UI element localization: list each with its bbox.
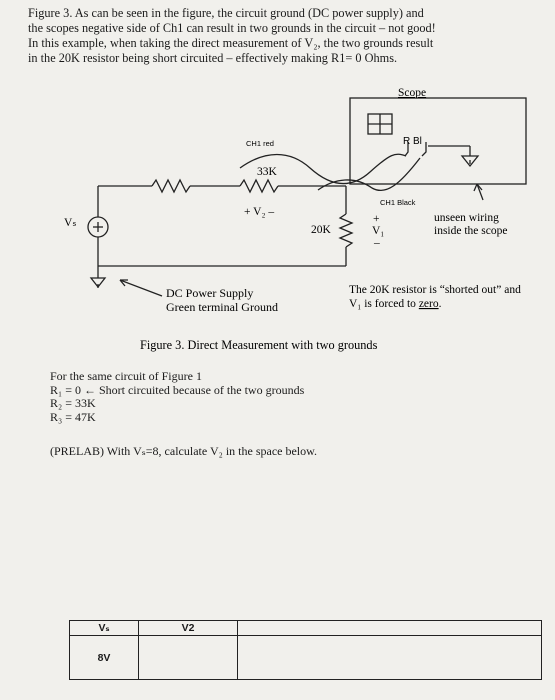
value-r2: R₂ = 33K <box>50 396 96 410</box>
v1-plus: + <box>373 213 380 225</box>
table-cell-blank[interactable] <box>237 635 542 680</box>
circuit-diagram: Scope R Bl CH1 red 33K + V₂ – 20K CH1 Bl… <box>64 87 527 352</box>
scope-box <box>349 97 527 185</box>
intro-paragraph: Figure 3. As can be seen in the figure, … <box>28 6 528 66</box>
scope-label: Scope <box>398 87 426 99</box>
intro-line-4: in the 20K resistor being short circuite… <box>28 51 398 65</box>
unseen-line-2: inside the scope <box>434 225 507 237</box>
table-header-v2: V2 <box>138 620 238 636</box>
values-list: For the same circuit of Figure 1 R₁ = 0 … <box>50 369 305 424</box>
ch1-red-label: CH1 red <box>246 139 274 148</box>
probe-red-connector <box>404 142 409 157</box>
res-20k-label: 20K <box>311 224 332 236</box>
prelab-question: (PRELAB) With Vₛ=8, calculate V₂ in the … <box>50 444 318 458</box>
scope-rbl-label: R Bl <box>403 136 422 147</box>
table-header-row: Vₛ V2 <box>69 620 542 636</box>
answer-table: Vₛ V2 8V <box>69 620 542 680</box>
table-cell-v2[interactable] <box>138 635 238 680</box>
unseen-wiring-arrow <box>476 183 484 201</box>
probe-black-connector <box>421 142 427 157</box>
unseen-line-1: unseen wiring <box>434 212 499 224</box>
v2-label: + V₂ – <box>244 206 274 218</box>
value-r3: R₃ = 47K <box>50 409 96 424</box>
scope-ground-icon <box>460 155 480 168</box>
vs-label: Vₛ <box>64 217 77 229</box>
res-33k-label: 33K <box>257 166 278 178</box>
intro-line-2: the scopes negative side of Ch1 can resu… <box>28 21 436 35</box>
resistor-33k <box>239 178 279 194</box>
v1-minus: – <box>373 237 380 249</box>
ch1-black-label: CH1 Black <box>380 198 416 207</box>
intro-line-1: Figure 3. As can be seen in the figure, … <box>28 6 424 20</box>
v1-label: V₁ <box>372 225 384 237</box>
dc-ground-arrow <box>119 279 163 297</box>
table-cell-vs: 8V <box>69 635 139 680</box>
table-header-vs: Vₛ <box>69 620 139 636</box>
circuit-ground-icon <box>89 277 107 289</box>
ch1-black-probe <box>317 157 421 192</box>
table-header-blank <box>237 620 542 636</box>
dc-supply-line-1: DC Power Supply <box>166 286 253 300</box>
intro-line-3: In this example, when taking the direct … <box>28 36 434 50</box>
shorted-line-1: The 20K resistor is “shorted out” and <box>349 284 521 296</box>
table-row: 8V <box>69 635 542 680</box>
figure-caption: Figure 3. Direct Measurement with two gr… <box>140 338 378 352</box>
value-r1: R₁ = 0 ← Short circuited because of the … <box>50 382 305 397</box>
resistor-20k <box>338 213 354 248</box>
values-intro: For the same circuit of Figure 1 <box>50 369 202 383</box>
resistor-r1 <box>151 178 191 194</box>
shorted-line-2: V₁ is forced to zero. <box>349 298 442 310</box>
dc-supply-line-2: Green terminal Ground <box>166 300 278 314</box>
